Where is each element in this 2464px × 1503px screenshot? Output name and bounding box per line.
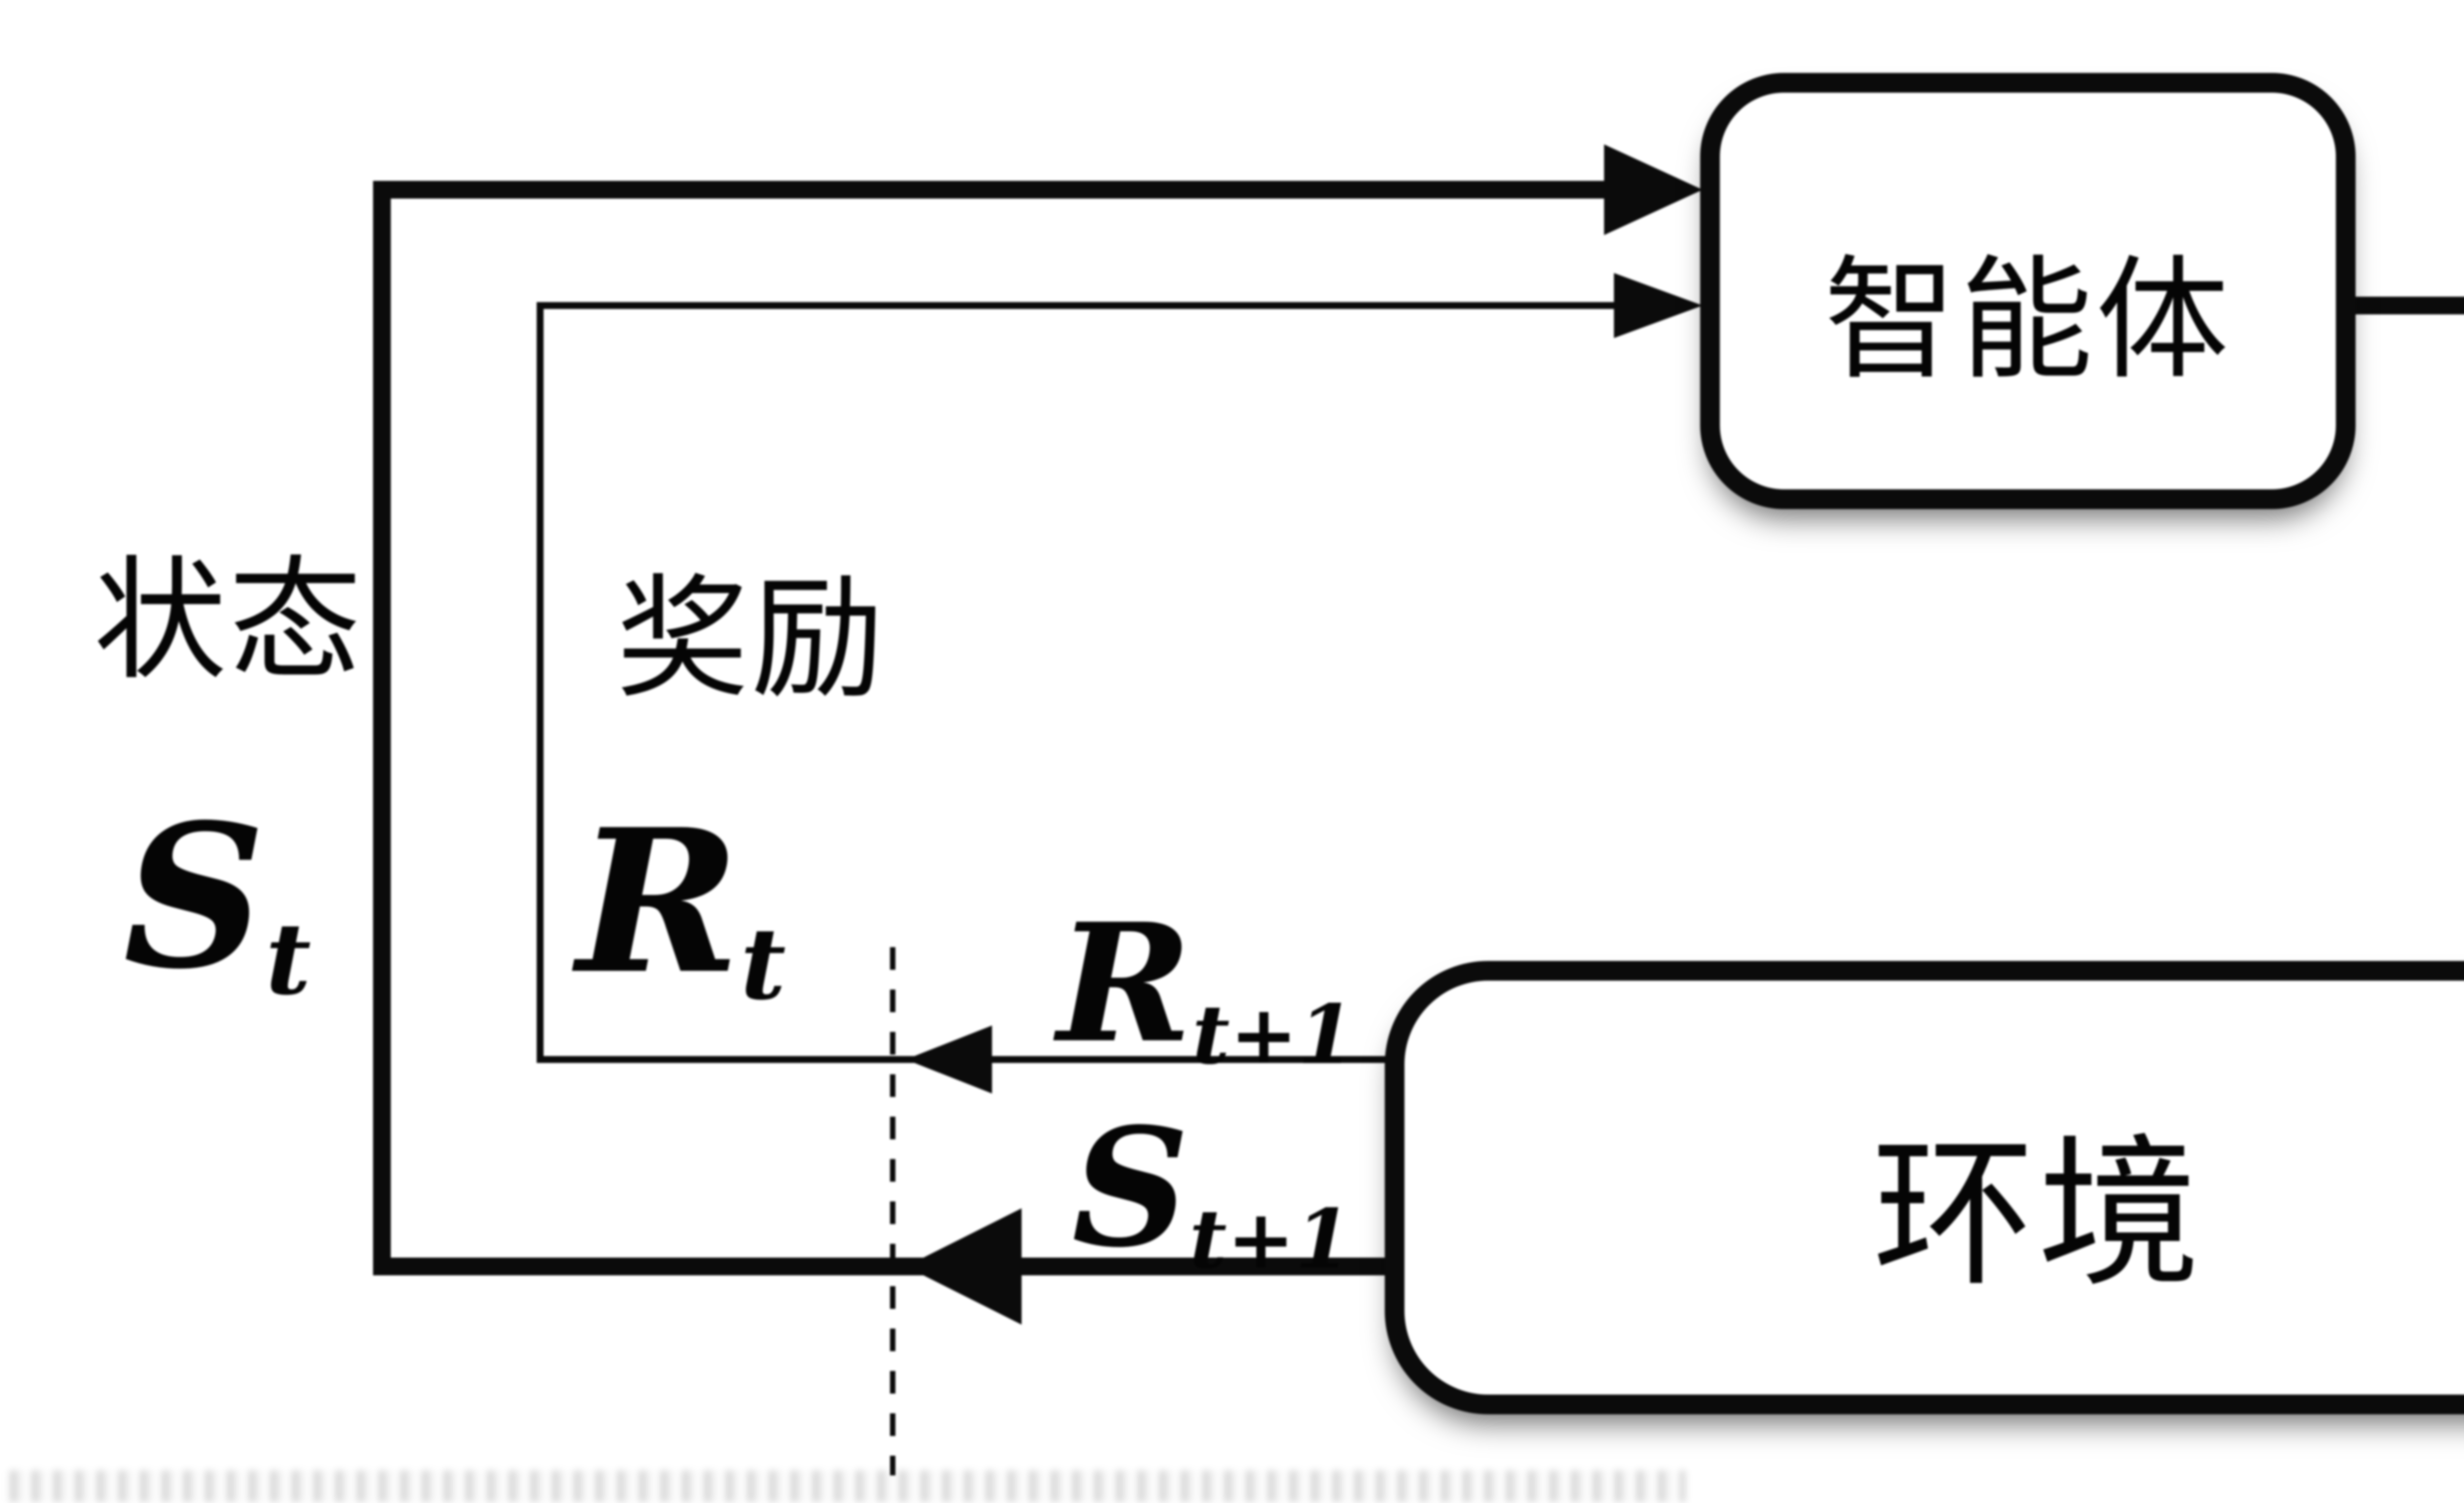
state-line-top bbox=[373, 181, 1608, 199]
next-reward-symbol-subscript: t+1 bbox=[1192, 987, 1355, 1083]
next-reward-symbol-base: R bbox=[1057, 888, 1193, 1079]
state-symbol-base: S bbox=[123, 781, 266, 1013]
state-symbol: St bbox=[123, 798, 311, 1009]
state-symbol-subscript: t bbox=[265, 901, 311, 1017]
state-label: 状态 bbox=[94, 548, 364, 696]
reward-symbol: Rt bbox=[577, 803, 786, 1014]
action-line-top bbox=[2353, 297, 2464, 314]
state-line-left bbox=[373, 181, 391, 1275]
reward-label: 奖励 bbox=[616, 567, 886, 714]
reward-symbol-subscript: t bbox=[740, 906, 786, 1022]
next-state-symbol: St+1 bbox=[1072, 1106, 1352, 1280]
cropped-caption-remnant bbox=[10, 1470, 1685, 1502]
state-into-agent-arrowhead-icon bbox=[1604, 144, 1703, 235]
reward-symbol-base: R bbox=[577, 786, 741, 1018]
next-reward-symbol: Rt+1 bbox=[1057, 902, 1355, 1075]
state-line-bottom bbox=[373, 1258, 1386, 1275]
environment-box: 环境 bbox=[1385, 961, 2464, 1414]
next-state-symbol-subscript: t+1 bbox=[1189, 1191, 1352, 1287]
next-state-arrowhead-icon bbox=[906, 1208, 1022, 1325]
reward-line-top bbox=[537, 302, 1618, 309]
reward-into-agent-arrowhead-icon bbox=[1614, 273, 1703, 338]
time-step-boundary-dashed-line bbox=[890, 947, 895, 1475]
next-reward-arrowhead-icon bbox=[906, 1025, 992, 1093]
agent-box: 智能体 bbox=[1700, 73, 2356, 509]
environment-label: 环境 bbox=[1872, 1126, 2203, 1306]
next-state-symbol-base: S bbox=[1072, 1092, 1190, 1283]
agent-label: 智能体 bbox=[1824, 248, 2232, 395]
reward-line-left bbox=[537, 302, 544, 1063]
